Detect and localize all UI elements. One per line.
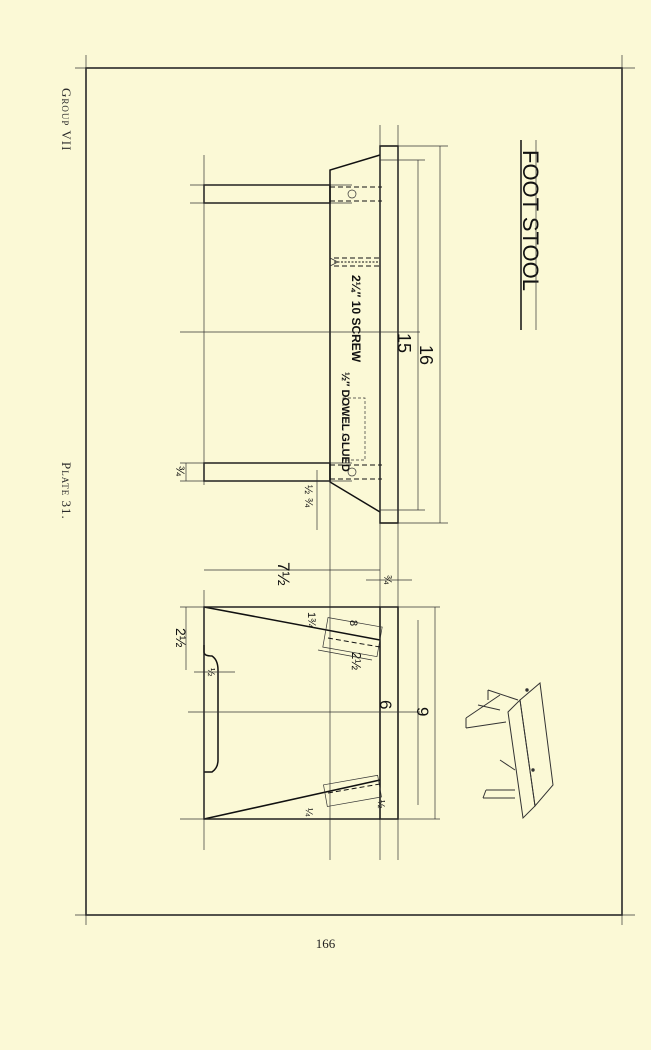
group-label: Group VII	[59, 88, 74, 152]
screw-note: 2¼″ 10 SCREW	[349, 275, 363, 363]
dim-7-1-2: 7½	[274, 562, 293, 586]
leg-left	[203, 184, 331, 204]
dim-side-1-4: ¼	[303, 808, 315, 817]
dim-cutout-1-2: ½	[205, 668, 216, 677]
dim-bevel-3-4: ¾	[302, 498, 314, 508]
dim-brace-1-3-4: 1¾	[305, 612, 317, 628]
dim-6: 6	[376, 700, 395, 709]
page-number: 166	[315, 936, 336, 951]
height-dimension: 7½ ¾	[204, 562, 412, 586]
front-view: 2¼″ 10 SCREW ½″ DOWEL GLUED 16 15	[173, 125, 448, 860]
dim-bevel-1-2: ½	[302, 485, 314, 494]
isometric-sketch	[465, 682, 554, 820]
dim-top-3-4: ¾	[381, 575, 393, 585]
front-rail	[329, 154, 381, 513]
dowel-note: ½″ DOWEL GLUED	[339, 372, 351, 472]
plate-label: Plate 31.	[59, 462, 74, 520]
dim-brace-2-1-2: 2½	[349, 652, 364, 670]
dim-side-1-2: ½	[375, 800, 386, 809]
side-view: 2½ ½ 1¾ 8 2½ 6 9 ½ ¼	[173, 590, 440, 850]
side-top-board	[379, 606, 399, 820]
title-text: FOOT STOOL	[518, 150, 543, 291]
dim-9: 9	[413, 707, 432, 716]
dim-leg-3-4: ¾	[173, 466, 187, 477]
leg-right	[203, 462, 331, 482]
dim-brace-8: 8	[347, 620, 359, 626]
drawing-title: FOOT STOOL	[518, 140, 543, 330]
dim-16: 16	[416, 345, 436, 365]
dim-cutout-2-1-2: 2½	[173, 628, 189, 648]
dim-15: 15	[394, 333, 414, 353]
